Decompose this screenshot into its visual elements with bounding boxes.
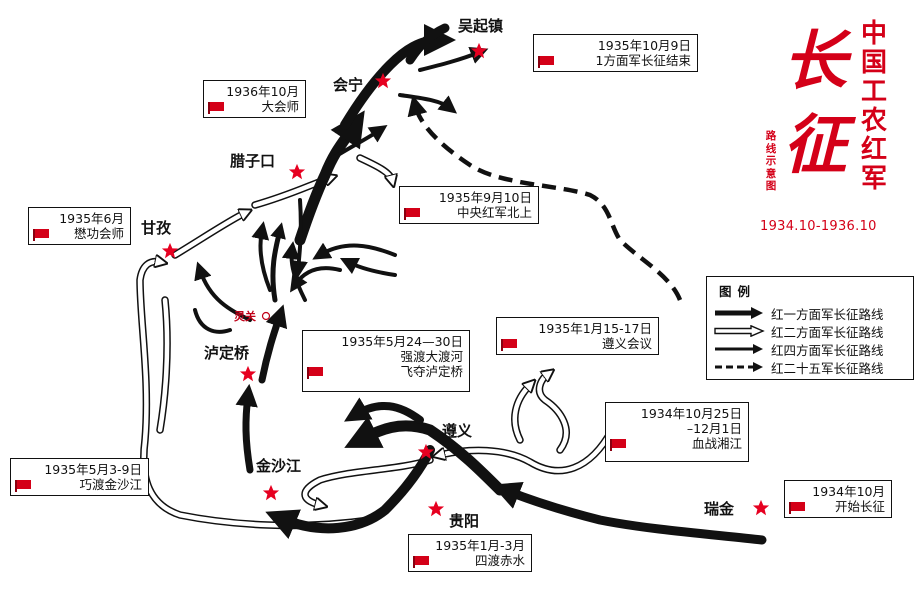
lingguan-marker <box>261 311 271 321</box>
route-red-1st-army <box>235 23 767 545</box>
event-text: 懋功会师 <box>73 226 124 241</box>
legend: 图例 红一方面军长征路线 红二方面军长征路线 红四方面军长征路线 红二十五军长征… <box>706 276 914 380</box>
legend-item-4th-army: 红四方面军长征路线 <box>713 340 884 358</box>
label-guiyang: 贵阳 <box>449 512 479 530</box>
label-ganzi: 甘孜 <box>141 219 172 237</box>
event-box-maogong: 1935年6月 懋功会师 <box>28 207 131 245</box>
event-date: 1935年5月3-9日 <box>44 462 142 477</box>
year-range: 1934.10-1936.10 <box>760 219 877 234</box>
event-text: 1方面军长征结束 <box>595 53 691 68</box>
legend-item-2nd-army: 红二方面军长征路线 <box>713 322 884 340</box>
event-box-zunyi: 1935年1月15-17日 遵义会议 <box>496 317 659 355</box>
event-text: 中央红军北上 <box>456 205 532 220</box>
star-ruijin <box>752 499 770 516</box>
event-box-jinsha: 1935年5月3-9日 巧渡金沙江 <box>10 458 149 496</box>
legend-white-arrow-icon <box>714 325 765 337</box>
label-lingguan: 灵关 <box>234 309 256 323</box>
event-date: 1935年9月10日 <box>438 190 532 205</box>
event-text: 巧渡金沙江 <box>79 477 142 492</box>
event-box-wuqizhen: 1935年10月9日 1方面军长征结束 <box>533 34 698 72</box>
event-text: 强渡大渡河 <box>400 349 463 364</box>
event-text: 大会师 <box>261 99 299 114</box>
legend-thin-arrow-icon <box>715 344 763 354</box>
event-date: 1934年10月 <box>812 484 885 499</box>
route-red-4th-army <box>193 46 489 334</box>
label-ludingqiao: 泸定桥 <box>204 344 250 362</box>
star-ludingqiao <box>239 365 257 382</box>
event-box-dadu: 1935年5月24—30日 强渡大渡河 飞夺泸定桥 <box>302 330 470 392</box>
red-flag-icon <box>33 229 49 241</box>
main-title-vertical: 中国工农红军 <box>860 19 887 194</box>
red-flag-icon <box>610 439 626 451</box>
place-labels: 吴起镇 会宁 腊子口 甘孜 灵关 泸定桥 金沙江 遵义 贵阳 瑞金 <box>141 17 735 530</box>
legend-item-25th-army: 红二十五军长征路线 <box>713 358 884 376</box>
calligraphy-title: 长征 <box>783 24 847 183</box>
star-jinshajiang <box>262 484 280 501</box>
event-text-2: 飞夺泸定桥 <box>400 364 463 379</box>
red-flag-icon <box>208 102 224 114</box>
legend-label: 红二方面军长征路线 <box>771 324 884 340</box>
legend-black-arrow-icon <box>715 307 763 319</box>
event-date: 1935年6月 <box>59 211 124 226</box>
subtitle-vertical: 路线示意图 <box>765 130 777 192</box>
red-flag-icon <box>413 556 429 568</box>
event-box-chishui: 1935年1月-3月 四渡赤水 <box>408 534 532 572</box>
star-guiyang <box>427 500 445 517</box>
red-flag-icon <box>404 208 420 220</box>
event-box-start: 1934年10月 开始长征 <box>784 480 892 518</box>
label-huining: 会宁 <box>333 76 363 94</box>
legend-label: 红四方面军长征路线 <box>771 342 884 358</box>
red-flag-icon <box>789 502 805 514</box>
route-red-2nd-army <box>136 154 616 530</box>
event-box-xiangjiang: 1934年10月25日 –12月1日 血战湘江 <box>605 402 749 462</box>
red-flag-icon <box>15 480 31 492</box>
event-date: 1935年10月9日 <box>597 38 691 53</box>
event-text: 四渡赤水 <box>474 553 525 568</box>
event-text-2: 血战湘江 <box>691 436 742 451</box>
star-lazikou <box>288 163 306 180</box>
event-date: 1935年1月-3月 <box>435 538 525 553</box>
event-text: –12月1日 <box>686 421 742 436</box>
legend-label: 红一方面军长征路线 <box>771 306 884 322</box>
label-zunyi: 遵义 <box>442 422 472 440</box>
legend-dashed-arrow-icon <box>715 362 763 372</box>
event-date: 1934年10月25日 <box>640 406 742 421</box>
event-text: 开始长征 <box>834 499 885 514</box>
label-ruijin: 瑞金 <box>704 500 735 518</box>
event-date: 1935年5月24—30日 <box>341 334 463 349</box>
legend-title: 图例 <box>719 284 757 299</box>
legend-label: 红二十五军长征路线 <box>771 360 884 376</box>
label-lazikou: 腊子口 <box>230 152 275 170</box>
event-date: 1935年1月15-17日 <box>538 321 652 336</box>
event-box-huining: 1936年10月 大会师 <box>203 80 306 118</box>
red-flag-icon <box>307 367 323 379</box>
event-date: 1936年10月 <box>226 84 299 99</box>
event-text: 遵义会议 <box>601 336 652 351</box>
red-flag-icon <box>538 56 554 68</box>
label-wuqizhen: 吴起镇 <box>458 17 503 35</box>
legend-item-1st-army: 红一方面军长征路线 <box>713 304 884 322</box>
route-red-25th-army <box>407 95 683 301</box>
location-stars <box>161 42 770 517</box>
red-flag-icon <box>501 339 517 351</box>
label-jinshajiang: 金沙江 <box>255 457 301 475</box>
event-box-north: 1935年9月10日 中央红军北上 <box>399 186 539 224</box>
